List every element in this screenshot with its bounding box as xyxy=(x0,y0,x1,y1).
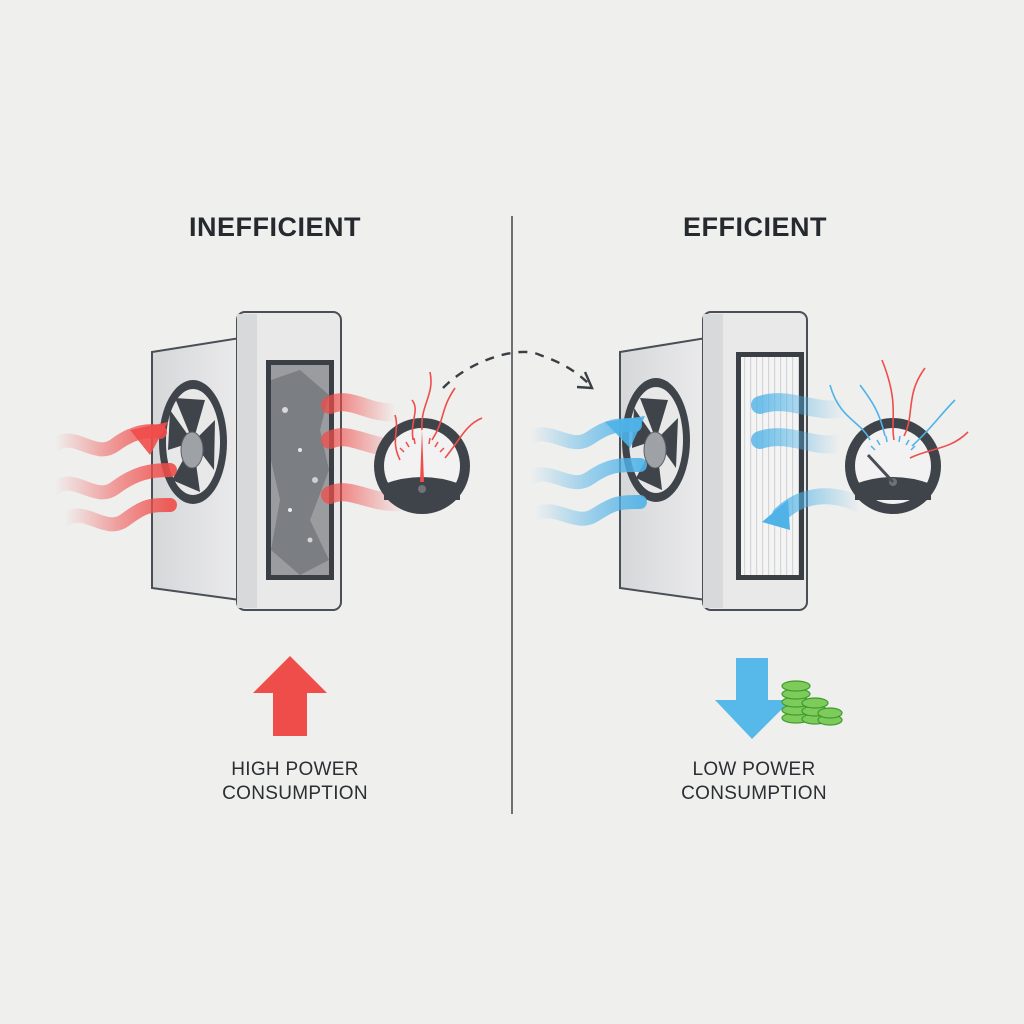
coin-stacks-icon xyxy=(781,680,843,726)
clean-filter xyxy=(736,352,804,580)
dirty-filter xyxy=(266,360,334,580)
efficient-hvac-unit xyxy=(523,311,868,611)
inefficient-title: INEFFICIENT xyxy=(189,212,361,242)
high-power-up-arrow-icon xyxy=(253,656,327,736)
inefficient-hvac-unit xyxy=(48,311,414,611)
transition-dashed-arrow xyxy=(442,350,594,390)
panel-divider xyxy=(511,216,513,814)
gauge-low-icon xyxy=(829,359,969,514)
gauge-high-icon xyxy=(374,371,483,514)
low-power-down-arrow-icon xyxy=(715,658,791,739)
low-power-caption-line2: CONSUMPTION xyxy=(681,783,827,804)
low-power-caption-line1: LOW POWER xyxy=(692,759,816,780)
efficient-title: EFFICIENT xyxy=(683,212,827,242)
high-power-caption-line1: HIGH POWER xyxy=(231,759,359,780)
low-power-caption: LOW POWER CONSUMPTION xyxy=(639,758,869,806)
fan-icon xyxy=(159,380,227,504)
high-power-caption-line2: CONSUMPTION xyxy=(222,783,368,804)
high-power-caption: HIGH POWER CONSUMPTION xyxy=(180,758,410,806)
